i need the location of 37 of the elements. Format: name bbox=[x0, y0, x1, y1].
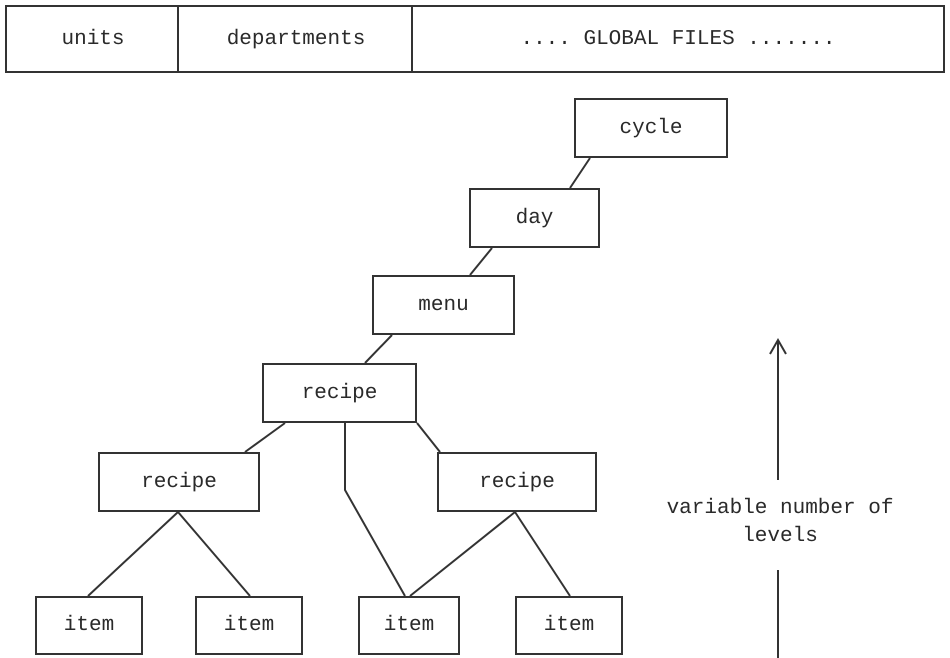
connector-line bbox=[364, 334, 393, 364]
header-cell bbox=[411, 5, 945, 73]
node-label: recipe bbox=[141, 470, 217, 494]
header-cell bbox=[5, 5, 179, 73]
connector-line bbox=[569, 157, 591, 189]
node-label: recipe bbox=[302, 382, 378, 404]
note-text: variable number of levels bbox=[666, 496, 894, 550]
tree-node-box bbox=[195, 596, 303, 655]
node-label: .... GLOBAL FILES ....... bbox=[520, 28, 836, 50]
tree-node-box bbox=[35, 596, 143, 655]
connector-line bbox=[416, 422, 441, 453]
connector-line bbox=[344, 423, 406, 596]
tree-node-box bbox=[98, 452, 260, 512]
tree-node-box bbox=[515, 596, 623, 655]
connector-line bbox=[244, 422, 286, 453]
node-label: menu bbox=[418, 294, 469, 316]
tree-node-box bbox=[358, 596, 460, 655]
node-label: item bbox=[224, 614, 274, 637]
node-label: units bbox=[61, 28, 124, 50]
connector-line bbox=[87, 511, 179, 597]
node-label: recipe bbox=[479, 470, 555, 494]
tree-node-box bbox=[262, 363, 417, 423]
connector-line bbox=[409, 511, 516, 597]
connector-line bbox=[514, 511, 571, 597]
node-label: item bbox=[544, 614, 594, 637]
tree-node-box bbox=[437, 452, 597, 512]
node-label: day bbox=[516, 206, 554, 230]
connector-line bbox=[177, 511, 251, 597]
header-cell bbox=[177, 5, 413, 73]
tree-node-box bbox=[469, 188, 600, 248]
connector-line bbox=[469, 247, 493, 276]
tree-node-box bbox=[574, 98, 728, 158]
node-label: item bbox=[64, 614, 114, 637]
tree-node-box bbox=[372, 275, 515, 335]
node-label: item bbox=[384, 614, 434, 637]
node-label: cycle bbox=[619, 116, 682, 140]
node-label: departments bbox=[226, 28, 366, 50]
